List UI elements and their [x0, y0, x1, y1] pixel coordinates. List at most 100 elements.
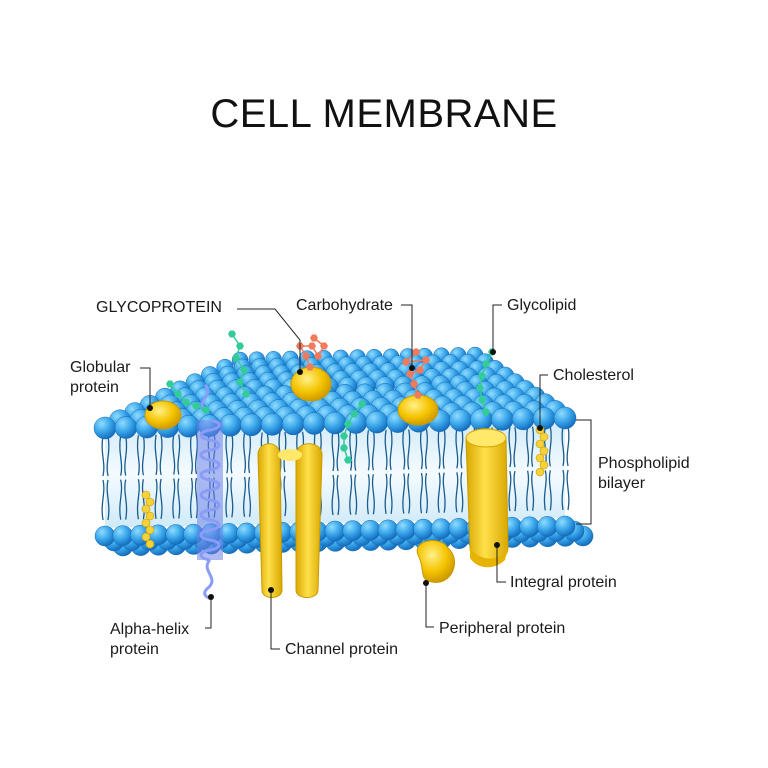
lipid-tail	[508, 471, 512, 512]
lipid-tail	[526, 470, 530, 511]
label-channel-protein: Channel protein	[285, 641, 398, 658]
lipid-tail	[407, 473, 411, 514]
lipid-tail	[424, 428, 428, 470]
lipid-tail	[331, 474, 335, 516]
sugar-unit	[242, 390, 250, 398]
label-integral-protein: Integral protein	[510, 574, 617, 591]
lipid-tail	[194, 477, 198, 519]
lipid-tail	[230, 477, 234, 518]
lipid-tail	[419, 428, 423, 470]
lipid-tail	[407, 429, 411, 470]
lipid-head	[519, 516, 540, 538]
lipid-head	[360, 519, 381, 541]
sugar-unit	[236, 342, 244, 350]
sugar-unit	[416, 366, 424, 374]
sugar-unit	[344, 456, 352, 464]
lipid-head	[449, 409, 472, 432]
integral-protein	[465, 428, 509, 568]
cholesterol-bead	[141, 490, 151, 500]
cholesterol-bead	[539, 460, 549, 470]
phospholipid-tails	[101, 425, 570, 521]
sugar-unit	[166, 380, 174, 388]
cholesterol-bead	[535, 439, 545, 449]
sugar-unit	[478, 396, 486, 404]
lipid-head	[532, 407, 556, 430]
lipid-tail	[101, 435, 105, 477]
sugar-unit	[414, 391, 422, 399]
sugar-unit	[482, 408, 490, 416]
sugar-unit	[406, 370, 414, 378]
sugar-unit	[236, 378, 244, 386]
lipid-head	[537, 516, 558, 537]
lipid-tail	[331, 430, 335, 472]
lipid-tail	[336, 430, 340, 472]
lipid-tail	[424, 472, 428, 514]
lipid-head	[342, 520, 363, 541]
lipid-tail	[548, 426, 552, 467]
lipid-head	[324, 520, 346, 542]
cholesterol-bead	[535, 467, 545, 477]
lipid-head	[377, 519, 399, 541]
lipid-tail	[177, 434, 181, 475]
lipid-head	[114, 416, 138, 439]
sugar-unit	[410, 380, 418, 388]
cholesterol-bead	[145, 525, 155, 535]
lipid-tail	[283, 476, 287, 517]
lipid-tail	[225, 477, 229, 518]
lipid-head	[261, 413, 284, 436]
lipid-tail	[442, 428, 446, 469]
lipid-tail	[460, 472, 464, 513]
sugar-unit	[306, 363, 314, 371]
lipid-tail	[159, 478, 163, 519]
cholesterol-bead	[141, 504, 151, 514]
lipid-tail	[366, 430, 370, 471]
lipid-head	[165, 524, 187, 545]
lipid-tail	[349, 430, 353, 471]
lipid-tail	[389, 429, 393, 470]
sugar-unit	[308, 342, 316, 350]
lipid-tail	[566, 425, 570, 467]
sugar-unit	[302, 352, 310, 360]
lipid-head	[413, 518, 434, 540]
lipid-tail	[455, 428, 459, 469]
lipid-tail	[531, 470, 535, 511]
lipid-tail	[106, 479, 110, 521]
lipid-head	[302, 412, 326, 435]
cholesterol-bead	[141, 532, 151, 542]
lipid-tail	[508, 427, 512, 468]
leader-dots	[147, 349, 543, 600]
lipid-tail	[106, 435, 110, 477]
sugar-unit	[182, 398, 190, 406]
channel-protein	[257, 443, 323, 598]
lipid-tail	[384, 473, 388, 514]
lipid-head	[240, 413, 263, 437]
label-globular-line1: Globular	[70, 359, 131, 376]
lipid-tail	[124, 435, 128, 476]
lipid-tail	[119, 435, 123, 476]
lipid-head	[323, 411, 347, 435]
lipid-tail	[366, 474, 370, 515]
lipid-tail	[389, 473, 393, 514]
cholesterol-bead	[539, 446, 549, 456]
label-cholesterol: Cholesterol	[553, 367, 634, 384]
lipid-tail	[159, 434, 163, 475]
label-phospholipid-line2: bilayer	[598, 475, 646, 492]
lipid-head	[365, 410, 389, 434]
lipid-tail	[402, 429, 406, 470]
lipid-tail	[384, 429, 388, 470]
sugar-unit	[174, 390, 182, 398]
cholesterol-bead	[145, 539, 155, 549]
label-globular-line2: protein	[70, 379, 119, 396]
lipid-tail	[248, 476, 252, 518]
lipid-tail	[419, 472, 423, 514]
alpha-helix-protein	[197, 383, 223, 600]
lipid-tail	[189, 477, 193, 519]
lipid-tail	[354, 474, 358, 515]
sugar-unit	[314, 352, 322, 360]
lipid-tail	[248, 432, 252, 474]
lipid-head	[281, 412, 305, 436]
lipid-head	[511, 407, 535, 431]
lipid-tail	[141, 435, 145, 476]
lipid-tail	[354, 430, 358, 471]
label-carbohydrate: Carbohydrate	[296, 297, 393, 314]
